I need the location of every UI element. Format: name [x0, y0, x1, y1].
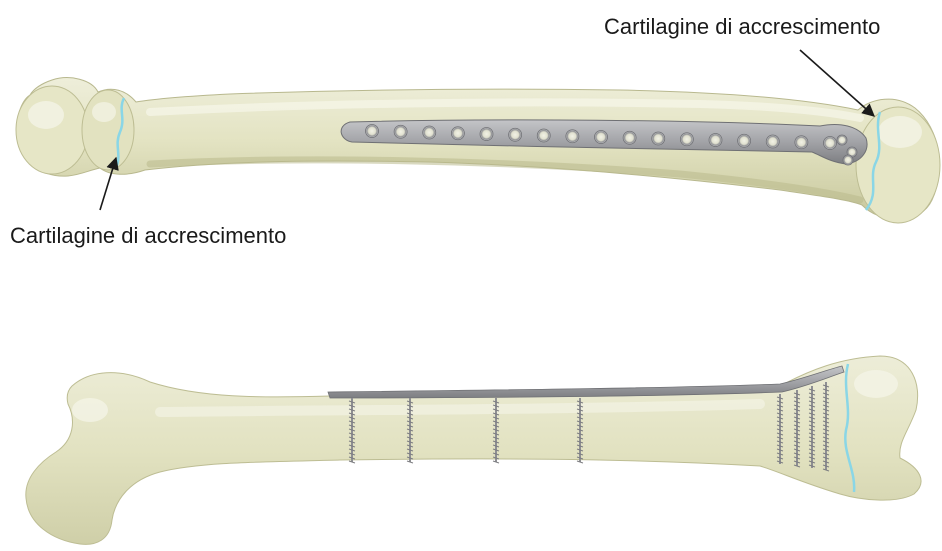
- plate-hole: [795, 136, 808, 149]
- top-femur-trochanter: [82, 90, 134, 170]
- plate-hole: [709, 134, 722, 147]
- plate-hole: [509, 128, 522, 141]
- plate-hole: [837, 135, 847, 145]
- plate-hole: [451, 127, 464, 140]
- plate-hole: [394, 125, 407, 138]
- label-growth-cartilage-distal: Cartilagine di accrescimento: [604, 16, 880, 38]
- bottom-femur: [26, 356, 921, 544]
- plate-hole: [824, 137, 837, 150]
- plate-hole: [423, 126, 436, 139]
- plate-hole: [566, 130, 579, 143]
- plate-hole: [595, 131, 608, 144]
- top-femur: [16, 78, 940, 223]
- top-femur-head: [16, 86, 88, 174]
- plate-hole: [843, 155, 853, 165]
- plate-hole: [680, 133, 693, 146]
- plate-hole: [366, 125, 379, 138]
- label-growth-cartilage-proximal: Cartilagine di accrescimento: [10, 225, 286, 247]
- plate-hole: [537, 129, 550, 142]
- plate-hole: [766, 135, 779, 148]
- plate-hole: [652, 132, 665, 145]
- plate-hole: [623, 131, 636, 144]
- plate-hole: [738, 134, 751, 147]
- plate-hole: [480, 128, 493, 141]
